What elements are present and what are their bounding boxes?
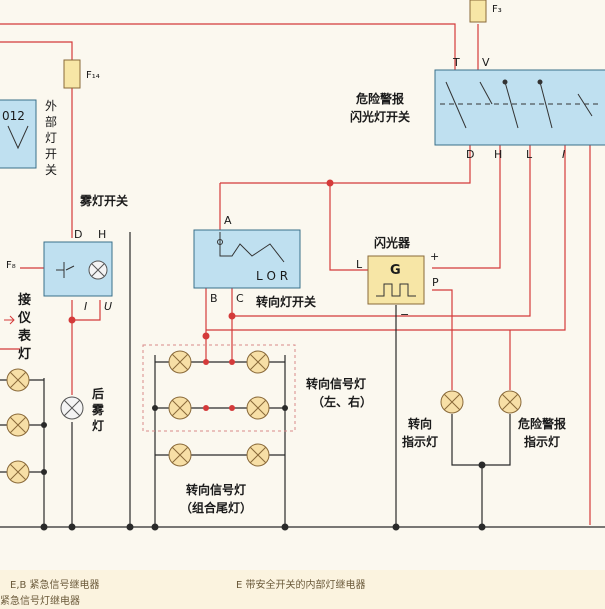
caption-1: E,B 紧急信号继电器 bbox=[10, 578, 100, 591]
fuse-f14 bbox=[63, 59, 81, 89]
flasher-label: 闪光器 bbox=[374, 235, 411, 250]
turn-lamps-label-1: 转向信号灯 bbox=[306, 376, 366, 391]
turn-lamps-label-2: （左、右） bbox=[312, 394, 372, 409]
turn-indicator-label-1: 转向 bbox=[408, 416, 432, 431]
ts-lor: L O R bbox=[256, 269, 288, 283]
turn-switch-label: 转向灯开关 bbox=[256, 294, 316, 309]
hz-pin-l: L bbox=[526, 148, 533, 161]
svg-text:灯: 灯 bbox=[92, 418, 104, 433]
svg-text:仪: 仪 bbox=[17, 311, 32, 326]
turn-indicator-cross bbox=[443, 393, 461, 411]
flasher-pin-minus: − bbox=[400, 308, 409, 321]
flasher-pin-p: P bbox=[432, 276, 439, 289]
flasher-pin-plus: + bbox=[430, 250, 439, 263]
flasher-pin-l: L bbox=[356, 258, 363, 271]
exterior-switch-label: 外 部 灯 开 关 bbox=[45, 99, 57, 177]
hazard-indicator-cross bbox=[501, 393, 519, 411]
to-gauge-label: 接 仪 表 灯 bbox=[17, 292, 32, 362]
rear-fog-label: 后 雾 灯 bbox=[91, 386, 105, 433]
hazard-switch-contacts bbox=[440, 79, 600, 129]
junction-dots bbox=[40, 179, 486, 531]
fog-pin-u: U bbox=[104, 300, 112, 313]
dial-icon bbox=[7, 125, 29, 150]
fog-switch-label: 雾灯开关 bbox=[79, 193, 128, 208]
rear-fog-lamp-cross bbox=[63, 399, 81, 417]
gauge-lamps bbox=[0, 368, 44, 484]
turn-switch-contact bbox=[219, 232, 285, 263]
fog-pin-h: H bbox=[98, 228, 106, 241]
gauge-number: 012 bbox=[2, 109, 25, 123]
lamp-cross-icon bbox=[91, 263, 105, 277]
caption-band bbox=[0, 570, 605, 609]
ts-pin-c: C bbox=[236, 292, 244, 305]
fog-pin-d: D bbox=[74, 228, 82, 241]
hazard-indicator-label-1: 危险警报 bbox=[517, 416, 566, 431]
fuse-f8-label: F₈ bbox=[6, 260, 16, 271]
ts-pin-a: A bbox=[224, 214, 232, 227]
hazard-indicator-label-2: 指示灯 bbox=[524, 434, 560, 449]
svg-text:后: 后 bbox=[92, 386, 104, 401]
svg-text:雾: 雾 bbox=[91, 403, 105, 417]
caption-3: 紧急信号灯继电器 bbox=[0, 594, 80, 607]
hz-pin-i: I bbox=[562, 148, 565, 161]
flasher-g: G bbox=[390, 263, 401, 278]
tail-lamps-label-1: 转向信号灯 bbox=[186, 482, 246, 497]
hz-pin-t: T bbox=[452, 56, 460, 69]
svg-text:开: 开 bbox=[45, 147, 57, 161]
turn-switch-box bbox=[193, 229, 301, 289]
hazard-switch-label-1: 危险警报 bbox=[355, 91, 404, 106]
hazard-switch-box bbox=[434, 69, 605, 146]
turn-indicator-label-2: 指示灯 bbox=[402, 434, 438, 449]
hazard-switch-label-2: 闪光灯开关 bbox=[350, 109, 410, 124]
arrow-icon bbox=[4, 315, 15, 325]
svg-text:灯: 灯 bbox=[18, 346, 31, 362]
svg-text:关: 关 bbox=[45, 163, 57, 177]
fuse-f3 bbox=[469, 0, 487, 23]
svg-text:接: 接 bbox=[18, 292, 31, 308]
ts-pin-b: B bbox=[210, 292, 218, 305]
turn-switch-pivot bbox=[217, 239, 223, 245]
hz-pin-d: D bbox=[466, 148, 474, 161]
turn-lamps bbox=[168, 350, 270, 467]
pulse-wave-icon bbox=[376, 283, 416, 297]
switch-contact-icon bbox=[56, 262, 75, 278]
exterior-switch-box bbox=[0, 99, 37, 169]
hz-pin-h: H bbox=[494, 148, 502, 161]
fuse-f14-label: F₁₄ bbox=[86, 70, 100, 81]
svg-text:灯: 灯 bbox=[45, 131, 57, 145]
fuse-f3-label: F₃ bbox=[492, 4, 502, 15]
hz-pin-v: V bbox=[482, 56, 490, 69]
svg-text:表: 表 bbox=[17, 328, 32, 344]
tail-lamps-label-2: （组合尾灯） bbox=[180, 500, 252, 515]
caption-2: E 带安全开关的内部灯继电器 bbox=[236, 578, 366, 591]
svg-text:外: 外 bbox=[45, 99, 57, 113]
turn-lamps-group bbox=[142, 344, 296, 432]
svg-text:部: 部 bbox=[45, 114, 57, 129]
fog-pin-i: I bbox=[84, 300, 87, 313]
